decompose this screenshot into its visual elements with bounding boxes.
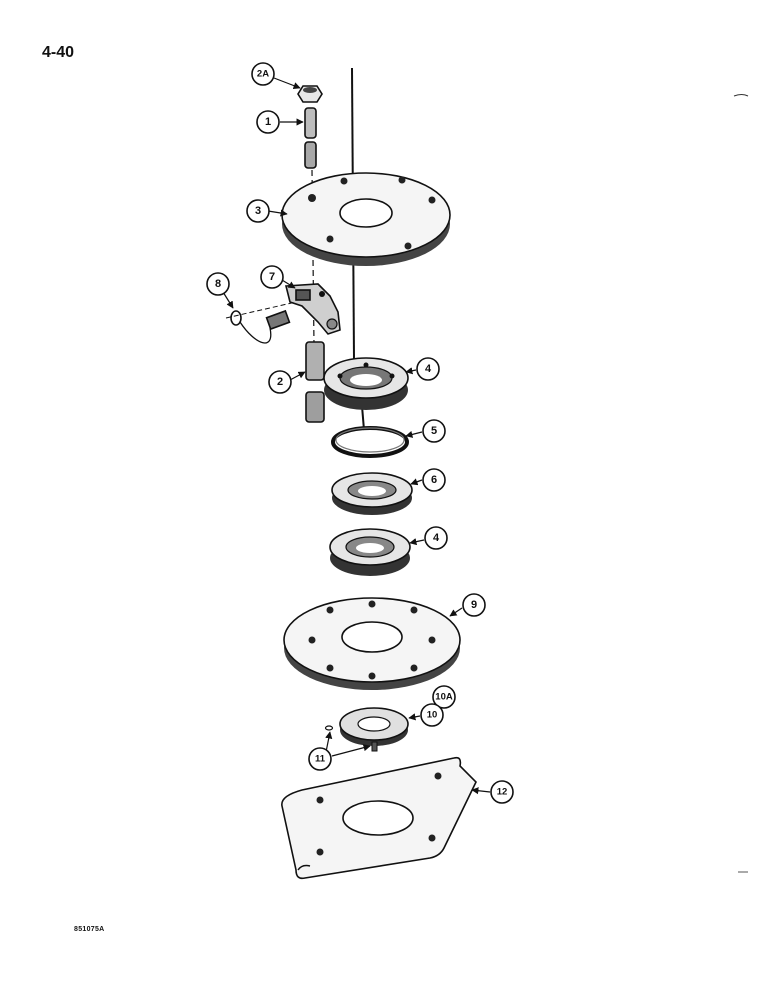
leader-8 <box>222 291 234 309</box>
svg-text:8: 8 <box>215 278 221 290</box>
bearing-6 <box>331 472 413 515</box>
callout-2a: 2A <box>251 62 275 86</box>
callout-5: 5 <box>422 419 446 443</box>
plate-9 <box>283 597 461 690</box>
leader-4b <box>409 538 425 546</box>
clip-8 <box>225 301 297 344</box>
svg-text:2: 2 <box>277 376 283 388</box>
svg-text:4: 4 <box>433 532 440 544</box>
base-plate-12 <box>281 756 477 880</box>
svg-text:4: 4 <box>425 363 432 375</box>
bearing-10 <box>339 707 409 746</box>
callout-3: 3 <box>246 199 270 223</box>
svg-text:5: 5 <box>431 425 437 437</box>
leader-11b <box>331 744 371 757</box>
svg-text:10A: 10A <box>435 692 453 703</box>
leader-6 <box>410 478 423 486</box>
svg-text:2A: 2A <box>257 69 269 80</box>
pin-11 <box>324 725 378 752</box>
shaft-line-lower <box>361 405 365 431</box>
leader-9 <box>449 607 463 617</box>
callout-9: 9 <box>462 593 486 617</box>
leader-2 <box>289 371 306 381</box>
svg-text:1: 1 <box>265 116 271 128</box>
callout-7: 7 <box>260 265 284 289</box>
callout-12: 12 <box>490 780 514 804</box>
svg-text:11: 11 <box>315 754 326 765</box>
page-number: 4-40 <box>42 44 75 61</box>
pin-1 <box>304 107 317 169</box>
leader-7 <box>281 279 296 289</box>
bearing-4-upper <box>323 357 409 410</box>
callout-11: 11 <box>308 747 332 771</box>
svg-text:6: 6 <box>431 474 437 486</box>
lever-bracket-7 <box>265 283 341 335</box>
callout-6: 6 <box>422 468 446 492</box>
leader-4a <box>405 367 417 375</box>
plate-3 <box>281 172 451 266</box>
svg-text:12: 12 <box>497 787 508 798</box>
leader-11a <box>325 731 333 753</box>
svg-text:9: 9 <box>471 599 477 611</box>
pin-2 <box>305 341 325 423</box>
leader-3 <box>267 209 288 217</box>
ring-5 <box>331 426 409 458</box>
callout-2: 2 <box>268 370 292 394</box>
callout-1: 1 <box>256 110 280 134</box>
bearing-4-lower <box>329 528 411 576</box>
leader-10 <box>408 713 421 721</box>
callout-10: 10 <box>420 703 444 727</box>
callout-4-upper: 4 <box>416 357 440 381</box>
figure-code: 851075A <box>74 926 105 933</box>
svg-text:7: 7 <box>269 271 275 283</box>
leader-2a <box>273 77 301 90</box>
svg-text:3: 3 <box>255 205 261 217</box>
svg-text:10: 10 <box>427 710 438 721</box>
leader-5 <box>405 430 423 438</box>
callout-8: 8 <box>206 272 230 296</box>
callout-4-lower: 4 <box>424 526 448 550</box>
margin-mark-top <box>733 94 749 97</box>
nut-2a <box>297 85 323 103</box>
leader-12 <box>471 787 491 795</box>
callout-10a: 10A <box>432 685 456 709</box>
